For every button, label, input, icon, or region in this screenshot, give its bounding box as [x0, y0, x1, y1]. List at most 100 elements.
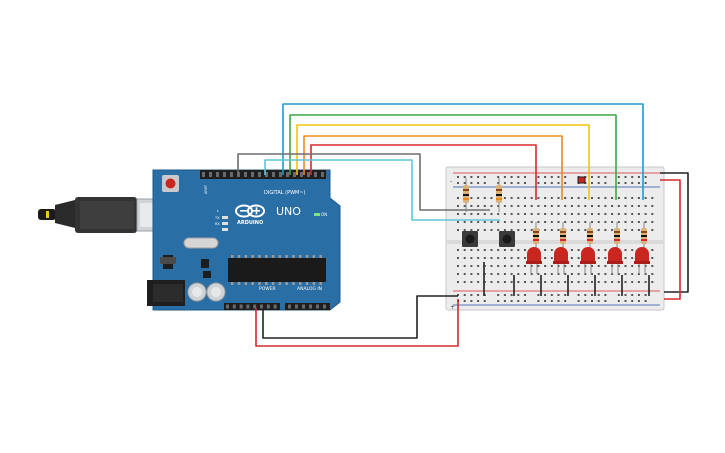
breadboard-hole[interactable] — [503, 294, 506, 296]
breadboard-hole[interactable] — [631, 265, 634, 267]
breadboard-hole[interactable] — [617, 300, 620, 302]
breadboard-hole[interactable] — [577, 281, 580, 283]
breadboard-hole[interactable] — [591, 182, 593, 184]
breadboard-hole[interactable] — [617, 205, 620, 207]
breadboard-hole[interactable] — [490, 205, 493, 207]
breadboard-hole[interactable] — [470, 221, 473, 223]
breadboard-hole[interactable] — [463, 182, 466, 184]
breadboard-hole[interactable] — [470, 273, 473, 275]
usb-cable[interactable] — [38, 197, 168, 233]
breadboard-hole[interactable] — [510, 281, 513, 283]
breadboard-hole[interactable] — [497, 205, 500, 207]
breadboard-hole[interactable] — [470, 213, 473, 215]
breadboard-hole[interactable] — [591, 197, 593, 199]
breadboard-hole[interactable] — [631, 205, 634, 207]
breadboard-hole[interactable] — [503, 221, 506, 223]
breadboard-hole[interactable] — [644, 273, 647, 275]
breadboard-hole[interactable] — [457, 265, 459, 267]
breadboard-hole[interactable] — [591, 213, 593, 215]
breadboard-hole[interactable] — [604, 281, 607, 283]
breadboard-hole[interactable] — [637, 221, 640, 223]
breadboard-hole[interactable] — [597, 265, 600, 267]
breadboard-hole[interactable] — [591, 281, 593, 283]
breadboard-hole[interactable] — [477, 300, 480, 302]
breadboard-hole[interactable] — [624, 176, 627, 178]
breadboard-hole[interactable] — [584, 213, 587, 215]
breadboard-hole[interactable] — [544, 221, 547, 223]
breadboard-hole[interactable] — [537, 281, 540, 283]
breadboard-hole[interactable] — [490, 221, 493, 223]
breadboard-hole[interactable] — [503, 265, 506, 267]
breadboard-hole[interactable] — [503, 197, 506, 199]
breadboard-hole[interactable] — [584, 221, 587, 223]
breadboard-hole[interactable] — [503, 229, 506, 231]
breadboard-hole[interactable] — [637, 176, 640, 178]
breadboard-hole[interactable] — [490, 249, 493, 251]
breadboard-hole[interactable] — [611, 197, 614, 199]
breadboard-hole[interactable] — [457, 229, 459, 231]
breadboard-hole[interactable] — [624, 300, 627, 302]
breadboard-hole[interactable] — [597, 273, 600, 275]
breadboard-hole[interactable] — [651, 273, 654, 275]
jumper-wires[interactable] — [237, 103, 689, 347]
breadboard-hole[interactable] — [564, 176, 567, 178]
breadboard-hole[interactable] — [524, 300, 526, 302]
breadboard-hole[interactable] — [557, 205, 560, 207]
breadboard-hole[interactable] — [564, 205, 567, 207]
breadboard-hole[interactable] — [611, 281, 614, 283]
breadboard-hole[interactable] — [510, 300, 513, 302]
breadboard-hole[interactable] — [570, 197, 573, 199]
breadboard-hole[interactable] — [544, 229, 547, 231]
breadboard-hole[interactable] — [631, 182, 634, 184]
breadboard-hole[interactable] — [631, 229, 634, 231]
resistors-top[interactable] — [463, 178, 502, 212]
breadboard-hole[interactable] — [557, 294, 560, 296]
breadboard-hole[interactable] — [617, 213, 620, 215]
breadboard-hole[interactable] — [644, 294, 647, 296]
breadboard-hole[interactable] — [637, 213, 640, 215]
breadboard-hole[interactable] — [524, 213, 526, 215]
breadboard-hole[interactable] — [544, 213, 547, 215]
breadboard-hole[interactable] — [517, 257, 520, 259]
breadboard-hole[interactable] — [597, 257, 600, 259]
breadboard-hole[interactable] — [477, 197, 480, 199]
breadboard-hole[interactable] — [644, 176, 647, 178]
breadboard-hole[interactable] — [624, 213, 627, 215]
breadboard-hole[interactable] — [550, 281, 553, 283]
breadboard-hole[interactable] — [637, 294, 640, 296]
breadboard-hole[interactable] — [517, 176, 520, 178]
breadboard-hole[interactable] — [510, 257, 513, 259]
breadboard-hole[interactable] — [604, 197, 607, 199]
breadboard-hole[interactable] — [530, 221, 533, 223]
breadboard-hole[interactable] — [510, 197, 513, 199]
breadboard-hole[interactable] — [611, 221, 614, 223]
breadboard-hole[interactable] — [597, 281, 600, 283]
breadboard-hole[interactable] — [584, 294, 587, 296]
breadboard-hole[interactable] — [617, 294, 620, 296]
breadboard-hole[interactable] — [477, 176, 480, 178]
breadboard-hole[interactable] — [457, 273, 459, 275]
breadboard-hole[interactable] — [530, 273, 533, 275]
breadboard-hole[interactable] — [477, 182, 480, 184]
breadboard-hole[interactable] — [644, 265, 647, 267]
breadboard-hole[interactable] — [544, 273, 547, 275]
breadboard-hole[interactable] — [591, 294, 593, 296]
breadboard-hole[interactable] — [457, 257, 459, 259]
breadboard-hole[interactable] — [544, 265, 547, 267]
breadboard-hole[interactable] — [604, 176, 607, 178]
breadboard-hole[interactable] — [503, 205, 506, 207]
breadboard-hole[interactable] — [503, 249, 506, 251]
breadboard-hole[interactable] — [624, 229, 627, 231]
breadboard-hole[interactable] — [557, 176, 560, 178]
breadboard-hole[interactable] — [537, 300, 540, 302]
breadboard-hole[interactable] — [604, 213, 607, 215]
breadboard-hole[interactable] — [497, 229, 500, 231]
breadboard-hole[interactable] — [463, 265, 466, 267]
breadboard-hole[interactable] — [463, 300, 466, 302]
breadboard-hole[interactable] — [564, 300, 567, 302]
breadboard-hole[interactable] — [550, 249, 553, 251]
breadboard-hole[interactable] — [597, 221, 600, 223]
breadboard-hole[interactable] — [604, 265, 607, 267]
breadboard-hole[interactable] — [510, 273, 513, 275]
breadboard-hole[interactable] — [584, 229, 587, 231]
